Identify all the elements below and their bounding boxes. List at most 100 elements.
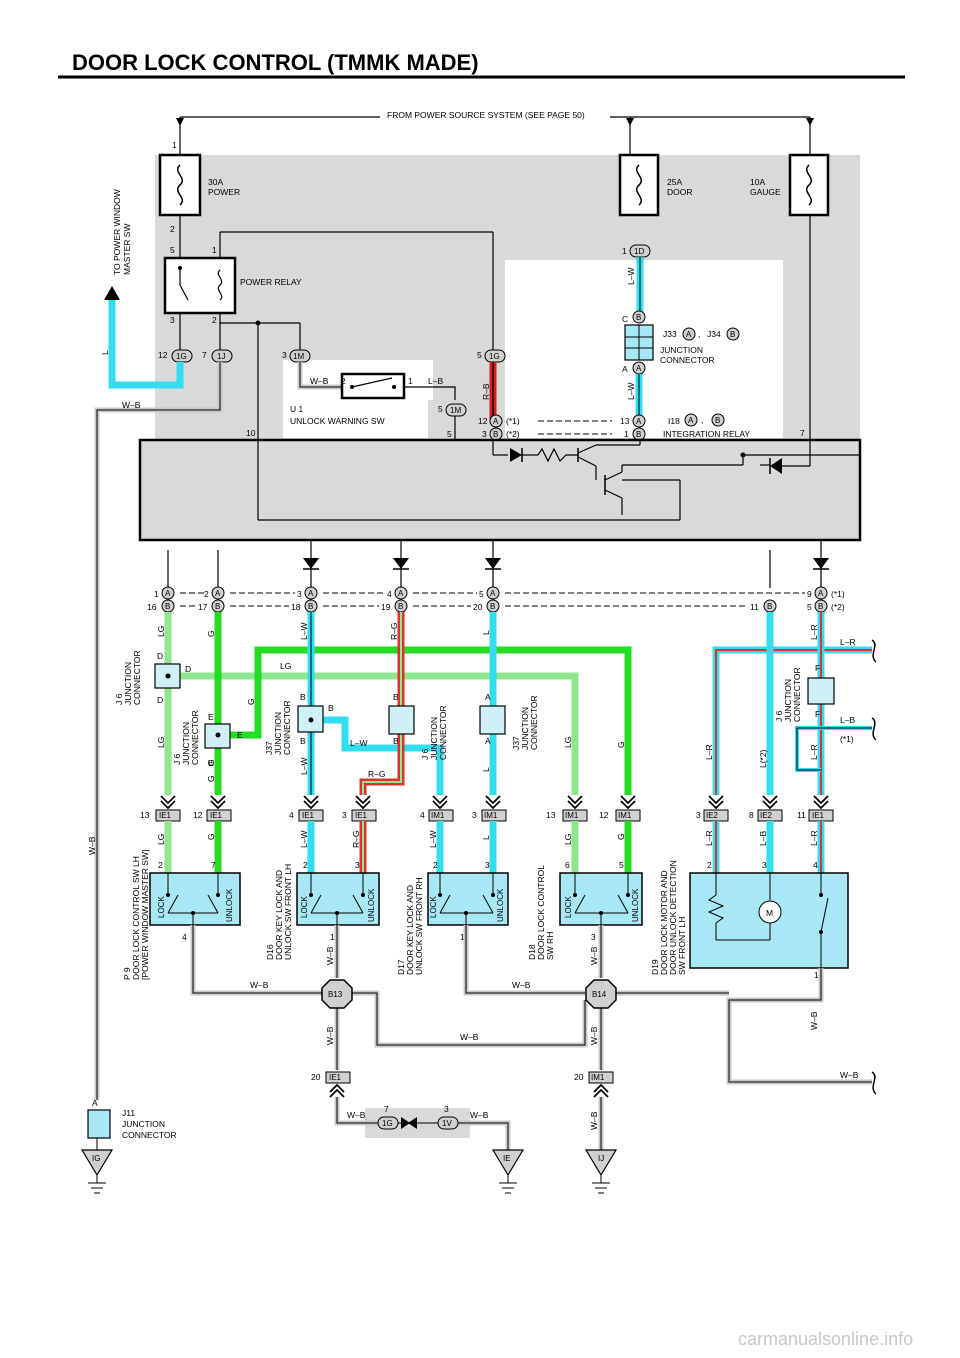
svg-text:20: 20 [574,1072,584,1082]
svg-text:D: D [157,695,163,705]
svg-text:1G: 1G [382,1119,393,1128]
svg-text:4: 4 [182,932,187,942]
svg-text:1: 1 [330,932,335,942]
svg-text:J33: J33 [663,329,677,339]
svg-text:DOOR: DOOR [667,187,693,197]
svg-text:IE2: IE2 [760,811,773,820]
svg-text:(*1): (*1) [840,734,854,744]
svg-text:A: A [398,589,404,598]
svg-text:F: F [815,663,820,673]
svg-text:L–W: L–W [428,831,438,848]
svg-text:POWER RELAY: POWER RELAY [240,277,302,287]
svg-text:2: 2 [212,315,217,325]
svg-text:IE1: IE1 [355,811,368,820]
svg-text:5: 5 [170,245,175,255]
svg-text:1M: 1M [450,406,461,415]
svg-text:2: 2 [204,589,209,599]
svg-text:1: 1 [460,932,465,942]
svg-text:B13: B13 [328,990,343,999]
svg-text:11: 11 [797,810,806,820]
svg-text:A: A [686,330,692,339]
svg-text:B: B [300,692,306,702]
svg-text:A: A [622,364,628,374]
svg-text:1G: 1G [176,352,187,361]
svg-text:E: E [237,730,243,740]
svg-text:L–R: L–R [809,744,819,760]
svg-text:(*1): (*1) [506,416,520,426]
power-source-label: FROM POWER SOURCE SYSTEM (SEE PAGE 50) [387,110,585,120]
svg-text:I18: I18 [668,416,680,426]
wire-w-b [458,1122,509,1150]
ground-wire-labels: W–B W–B W–B W–B W–B W–B W–B W–B W–B W–B [250,946,859,1130]
svg-text:4: 4 [289,810,294,820]
svg-text:B: B [328,703,334,713]
svg-text:20: 20 [473,602,483,612]
wire-break-icon [871,1071,877,1095]
svg-text:B: B [393,692,399,702]
svg-text:W–B: W–B [347,1110,366,1120]
svg-text:JUNCTION: JUNCTION [123,662,133,705]
svg-text:5: 5 [447,429,452,439]
svg-text:LG: LG [156,737,166,748]
svg-text:LG: LG [156,834,166,845]
svg-text:3: 3 [170,315,175,325]
svg-text:1D: 1D [634,247,644,256]
svg-text:R–G: R–G [368,769,385,779]
transistor-icon [577,456,597,467]
svg-text:17: 17 [198,602,208,612]
svg-text:12: 12 [193,810,203,820]
svg-text:W–B: W–B [512,980,531,990]
svg-text:W–B: W–B [87,836,97,855]
svg-text:,: , [701,415,703,425]
svg-text:LOCK: LOCK [429,896,438,918]
svg-text:13: 13 [140,810,150,820]
svg-text:D16: D16 [265,944,275,960]
svg-text:W–B: W–B [589,946,599,965]
wire-w-b [336,1097,378,1124]
svg-text:IE2: IE2 [706,811,719,820]
svg-text:LG: LG [280,661,291,671]
svg-text:L: L [100,350,110,355]
svg-text:4: 4 [420,810,425,820]
svg-text:DOOR UNLOCK DETECTION: DOOR UNLOCK DETECTION [668,860,678,975]
svg-text:[POWER WINDOW MASTER SW]: [POWER WINDOW MASTER SW] [140,850,150,980]
svg-text:1: 1 [408,376,413,386]
svg-text:JUNCTION: JUNCTION [429,717,439,760]
svg-text:B: B [300,736,306,746]
svg-text:J 6: J 6 [114,693,124,705]
svg-text:JUNCTION: JUNCTION [520,707,530,750]
svg-text:1: 1 [622,246,627,256]
svg-text:A: A [215,589,221,598]
junction-j6-d: D D D J 6 JUNCTION CONNECTOR [114,650,191,705]
svg-text:G: G [616,833,626,840]
wire-g [218,646,632,795]
svg-text:L–W: L–W [299,623,309,640]
svg-text:W–B: W–B [325,946,335,965]
svg-text:4: 4 [387,589,392,599]
svg-text:A: A [485,736,491,746]
svg-text:F: F [815,709,820,719]
svg-text:2: 2 [707,860,712,870]
svg-text:8: 8 [749,810,754,820]
svg-text:IE1: IE1 [812,811,825,820]
connector-row: 13 IE1 12 IE1 4 IE1 3 IE1 4 IM1 3 IM1 13… [140,795,834,822]
svg-text:J 6: J 6 [774,710,784,722]
svg-text:B: B [393,736,399,746]
svg-text:L–W: L–W [626,268,636,285]
svg-text:1V: 1V [442,1119,452,1128]
svg-text:30A: 30A [208,177,223,187]
splice-b13: B13 [321,979,353,1009]
to-power-window-label: TO POWER WINDOW [112,189,122,275]
svg-text:A: A [165,589,171,598]
svg-text:G: G [616,741,626,748]
svg-text:R–B: R–B [481,383,491,400]
svg-text:A: A [818,589,824,598]
svg-text:UNLOCK WARNING SW: UNLOCK WARNING SW [290,416,385,426]
svg-text:2: 2 [303,860,308,870]
svg-text:CONNECTOR: CONNECTOR [438,705,448,760]
svg-text:1G: 1G [489,352,500,361]
svg-text:1: 1 [212,245,217,255]
svg-text:L–R: L–R [704,744,714,760]
svg-text:W–B: W–B [250,980,269,990]
svg-text:UNLOCK: UNLOCK [496,888,505,922]
